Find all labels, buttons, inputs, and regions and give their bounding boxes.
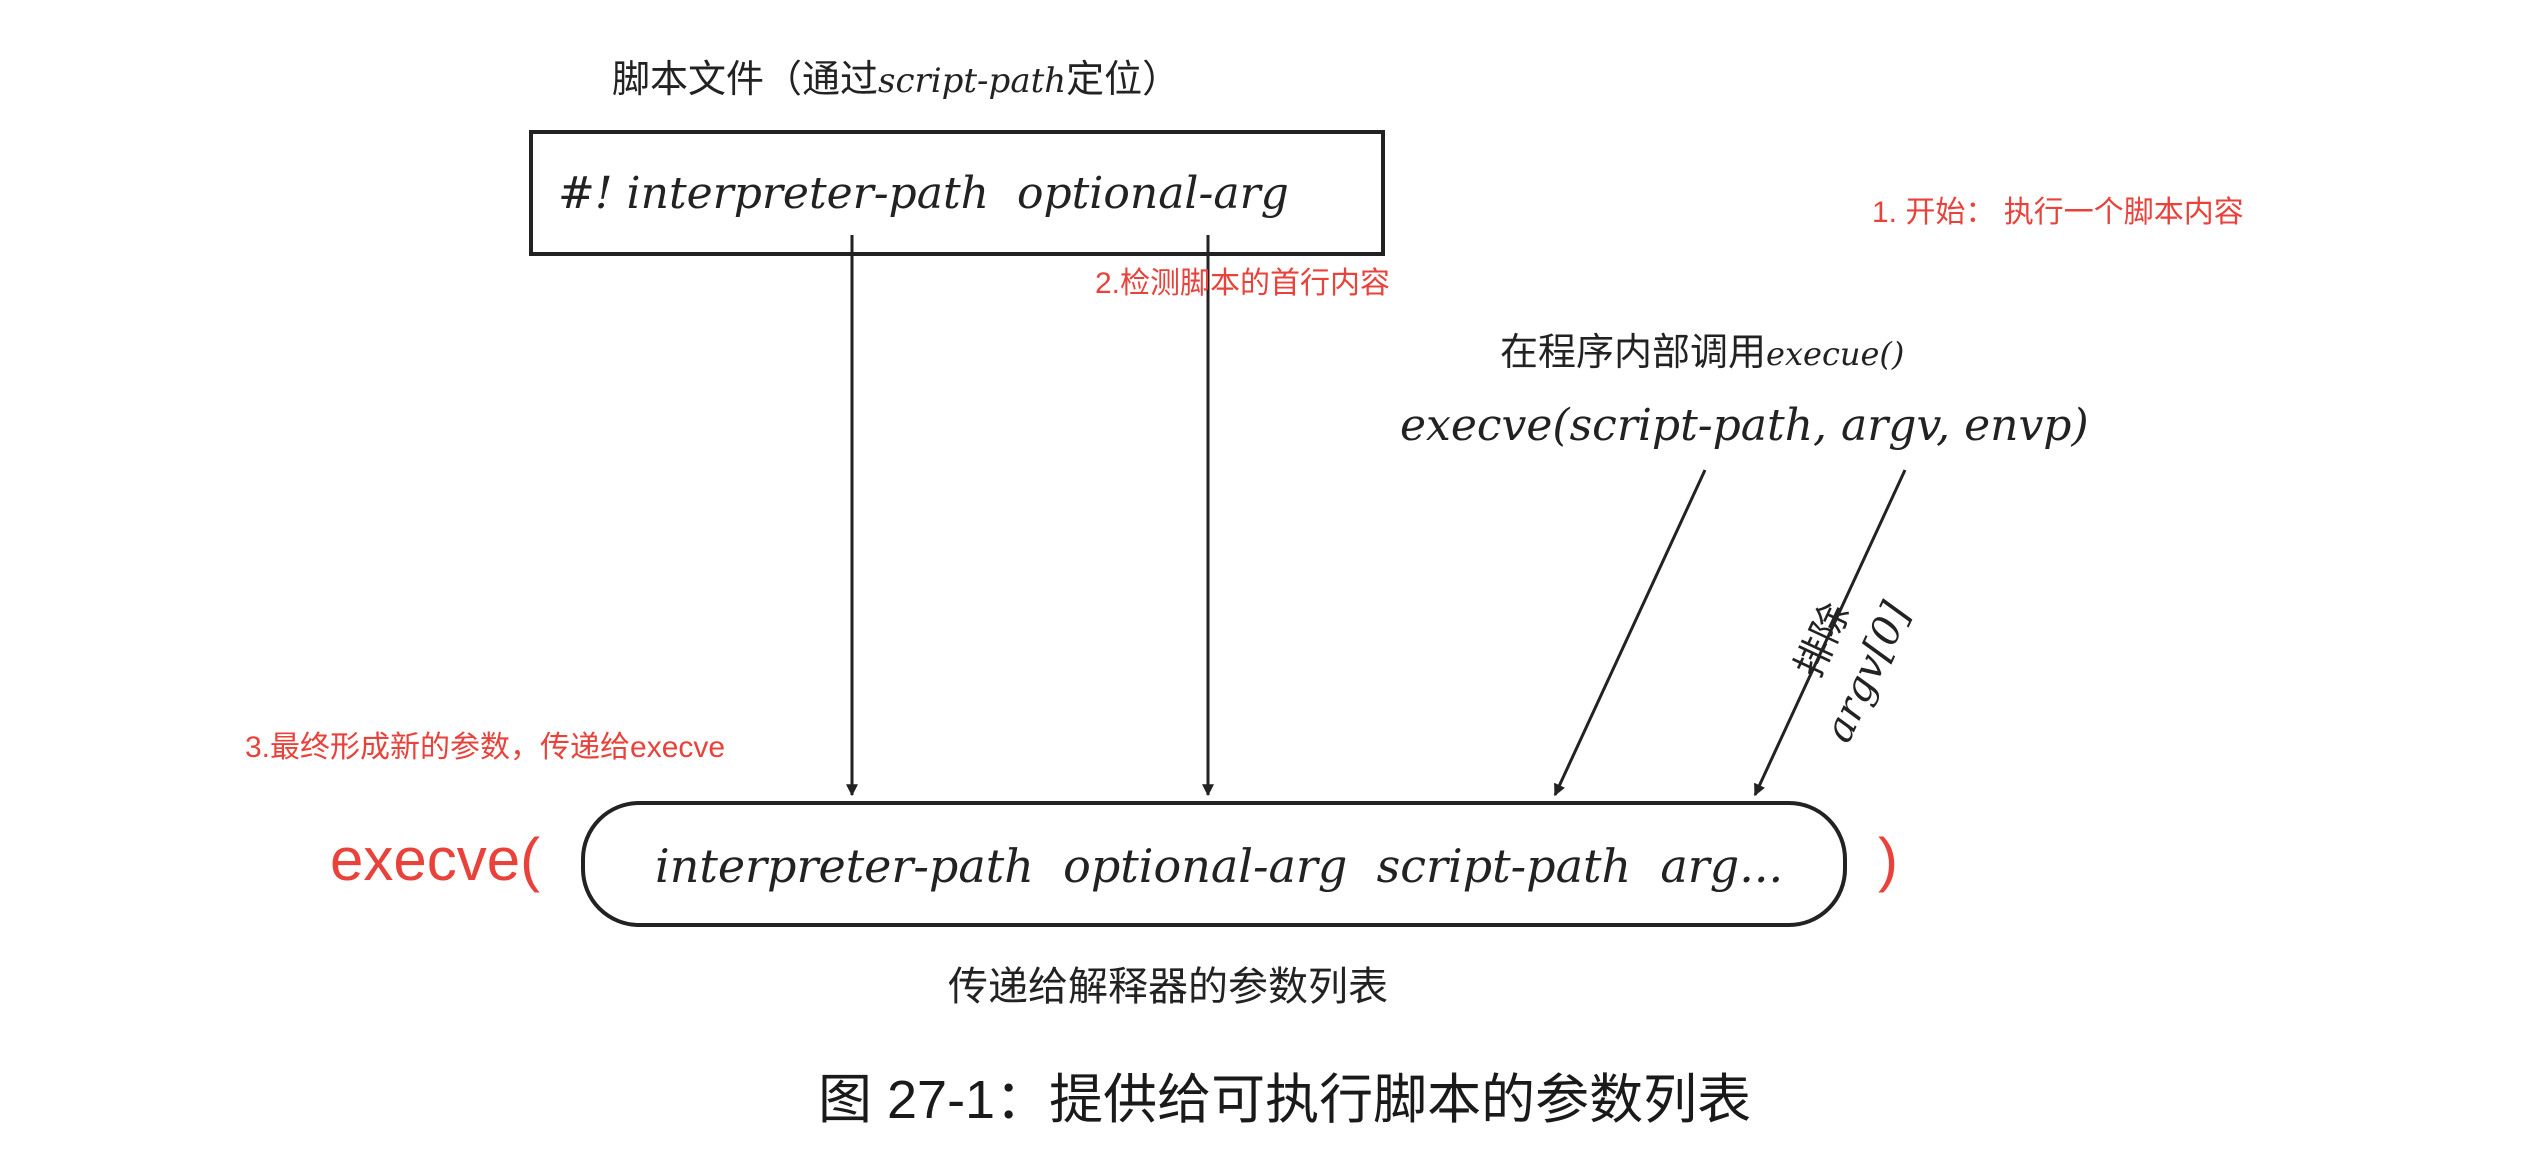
final-call-func: execve(: [330, 826, 540, 893]
internal-call-expression: execve(script-path, argv, envp): [1400, 400, 2089, 451]
argument-list: interpreter-path optional-arg script-pat…: [655, 839, 1783, 893]
shebang-line: #! interpreter-path optional-arg: [558, 168, 1289, 219]
final-call-close: ): [1878, 826, 1898, 893]
annotation-step-3: 3.最终形成新的参数，传递给execve: [245, 731, 725, 764]
arrow-args: [1753, 469, 1907, 797]
internal-call-caption: 在程序内部调用execue(): [1500, 330, 1904, 374]
script-file-caption: 脚本文件（通过script-path定位）: [612, 57, 1180, 101]
annotation-step-2: 2.检测脚本的首行内容: [1095, 267, 1390, 300]
annotation-step-1: 1. 开始： 执行一个脚本内容: [1872, 196, 2244, 229]
arrow-script-path: [1553, 469, 1707, 797]
figure-title: 图 27-1：提供给可执行脚本的参数列表: [818, 1070, 1751, 1130]
shebang-box: [529, 130, 1385, 256]
argument-list-caption: 传递给解释器的参数列表: [948, 964, 1388, 1010]
argument-list-box: [581, 801, 1847, 927]
